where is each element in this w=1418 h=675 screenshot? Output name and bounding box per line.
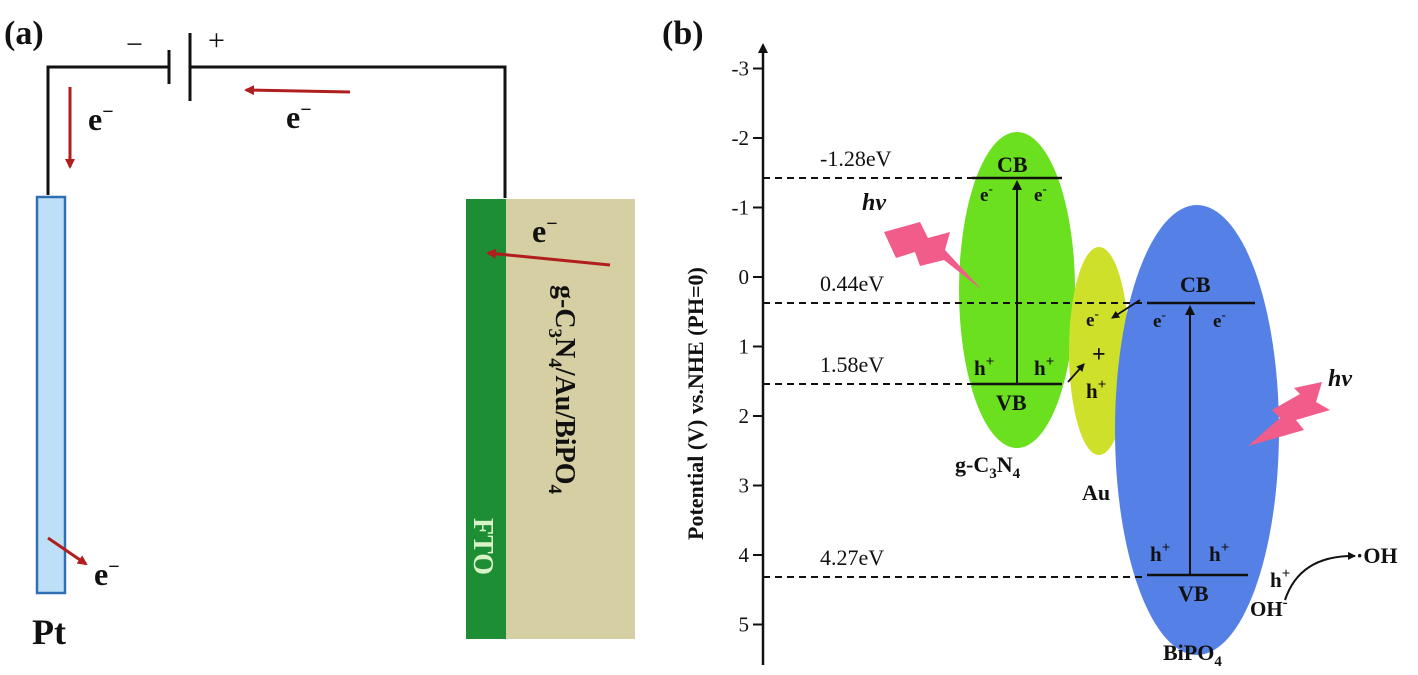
hydroxyl-radical-label: ·OH [1356,543,1398,568]
lightning-icon-right [1248,382,1330,446]
bipo4-label: BiPO4 [1163,640,1222,670]
panel-a-label: (a) [4,15,44,52]
circuit-wire [46,65,168,195]
bipo4-electron-right: e- [1213,307,1226,332]
bipo4-hole-left: h+ [1150,540,1170,566]
y-tick-label: -1 [732,196,750,220]
bipo4-hole-right: h+ [1209,540,1229,566]
panel-b: (b) -3 -2 -1 0 1 2 3 4 5 Potential (V) vs.NHE (P… [662,15,1398,670]
gcn-vb-label: VB [996,390,1027,415]
composite-label: g-C3N4/Au/BiPO4 [544,285,580,494]
hv-label-left: hv [862,190,886,216]
oxidation-arrow [1284,551,1356,601]
electron-label-top-wire: e− [286,99,312,135]
au-label: Au [1082,480,1110,505]
y-tick-label: 4 [739,543,750,567]
y-tick-label: 5 [739,613,750,637]
y-tick-label: 2 [739,404,750,428]
pt-label: Pt [32,612,66,652]
pt-electrode [35,195,67,595]
gcn-hole-right: h+ [1034,354,1054,380]
bipo4-vb-label: VB [1178,581,1209,606]
reaction-hole: h+ [1270,566,1290,592]
electron-arrow-composite [486,248,611,267]
panel-b-label: (b) [662,15,704,52]
electron-label-left-wire: e− [88,101,114,137]
gcn-label: g-C3N4 [955,452,1021,482]
au-ellipse [1069,247,1129,455]
y-tick-label: 0 [739,265,750,289]
bipo4-electron-left: e- [1153,307,1166,332]
electron-transfer-arrow [1111,299,1141,319]
lightning-icon-left [884,222,982,290]
panel-a: (a) − + e− e− e− Pt FTO g-C3N4/Au/BiPO4 … [4,15,635,652]
au-hole: h+ [1086,377,1106,403]
composite-layer [505,199,635,639]
gcn-electron-right: e- [1034,181,1047,206]
bipo4-cb-label: CB [1180,272,1211,297]
battery-minus-sign: − [126,28,143,61]
bipo4-band-ellipse [1115,205,1279,655]
electron-label-pt: e− [94,556,120,592]
fto-layer [466,199,506,639]
fto-label: FTO [467,518,498,575]
y-axis-ticks: -3 -2 -1 0 1 2 3 4 5 [732,57,763,637]
y-tick-label: -2 [732,126,750,150]
y-axis-title: Potential (V) vs.NHE (PH=0) [683,267,708,540]
au-electron: e- [1086,306,1099,331]
y-tick-label: 3 [739,474,750,498]
energy-level-label: -1.28eV [820,146,892,171]
energy-level-label: 1.58eV [820,352,884,377]
energy-level-label: 4.27eV [820,545,884,570]
energy-level-label: 0.44eV [820,271,884,296]
gcn-hole-left: h+ [974,354,994,380]
electron-label-composite: e− [532,213,558,249]
hole-transfer-arrow [1067,363,1085,383]
gcn-electron-left: e- [980,181,993,206]
au-plus-sign: + [1092,342,1106,368]
y-tick-label: 1 [739,335,750,359]
hydroxide-label: OH- [1250,595,1288,621]
y-tick-label: -3 [732,57,750,81]
electron-arrow-top-wire [244,85,351,96]
gcn-cb-label: CB [997,152,1028,177]
energy-levels: -1.28eV 0.44eV 1.58eV 4.27eV [763,146,1147,578]
circuit-wire-right [190,65,507,198]
hv-label-right: hv [1328,366,1352,392]
battery-plus-sign: + [208,24,225,57]
electron-arrow-pt [47,536,88,566]
